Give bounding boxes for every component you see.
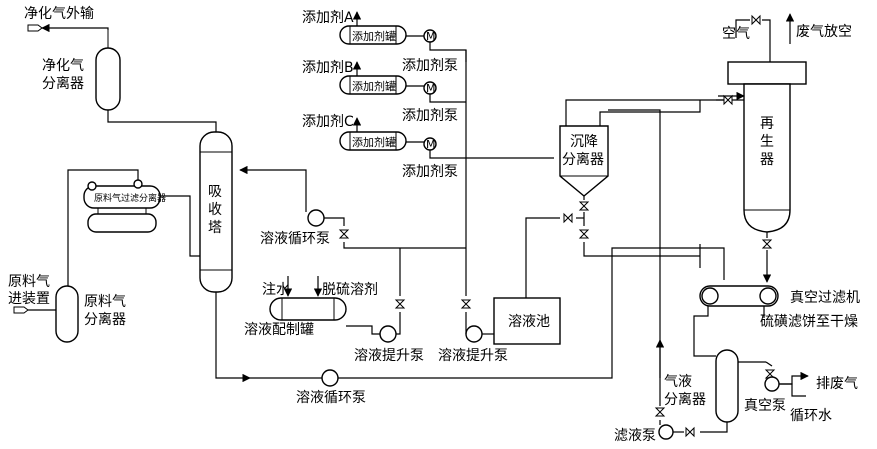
- svg-text:M: M: [426, 138, 436, 151]
- solution-circ-pump-bottom: [321, 369, 339, 387]
- regenerator-vessel: [743, 83, 791, 233]
- solution-pool: [493, 297, 561, 345]
- additive-pump-c-label: 添加剂泵: [402, 164, 458, 180]
- solution-pool-label: 溶液池: [508, 314, 550, 330]
- purified-gas-separator-label-1: 净化气: [42, 58, 84, 74]
- vacuum-filter: [699, 285, 779, 307]
- solution-lift-pump-2: [465, 325, 483, 343]
- solution-lift-pump-2-label: 溶液提升泵: [438, 348, 508, 364]
- solution-prep-tank-label: 溶液配制罐: [244, 322, 314, 338]
- settling-separator-label-2: 分离器: [562, 151, 604, 168]
- air-label: 空气: [722, 26, 750, 42]
- additive-b-label: 添加剂B: [302, 60, 354, 76]
- absorber-label-3: 塔: [208, 220, 222, 236]
- sulfur-cake-label: 硫磺滤饼至干燥: [760, 314, 858, 330]
- additive-pump-b-label: 添加剂泵: [402, 108, 458, 124]
- additive-c-label: 添加剂C: [302, 114, 354, 130]
- absorber-label-1: 吸: [208, 184, 222, 200]
- circulating-water-label: 循环水: [790, 408, 832, 424]
- raw-gas-separator-label-1: 原料气: [84, 294, 126, 310]
- regenerator-label-1: 再: [760, 116, 774, 132]
- regenerator-top-section: [727, 61, 807, 85]
- filtrate-pump-label: 滤液泵: [614, 428, 656, 444]
- svg-text:M: M: [426, 30, 436, 43]
- waste-gas-label: 排废气: [816, 376, 858, 392]
- additive-tank-a-group: M: [339, 11, 467, 62]
- svg-text:M: M: [426, 82, 436, 95]
- gas-liquid-separator-label-2: 分离器: [664, 391, 706, 408]
- purified-gas-export-label: 净化气外输: [24, 6, 94, 22]
- vacuum-pump: [764, 376, 780, 392]
- solution-circ-pump-top: [307, 209, 325, 227]
- additive-tank-b: [339, 75, 407, 95]
- additive-tank-a-label: 添加剂罐: [352, 29, 396, 43]
- water-injection-label: 注水: [262, 282, 290, 298]
- raw-gas-separator: [55, 285, 79, 343]
- additive-a-label: 添加剂A: [302, 10, 354, 26]
- additive-tank-c-group: M: [339, 117, 554, 159]
- regenerator-label-2: 生: [760, 134, 774, 150]
- raw-gas-inlet-label-2: 进装置: [8, 291, 50, 307]
- additive-tank-b-group: M: [339, 61, 466, 103]
- waste-gas-vent-label: 废气放空: [796, 24, 852, 40]
- additive-tank-b-label: 添加剂罐: [352, 79, 396, 93]
- solution-circ-pump-bottom-label: 溶液循环泵: [296, 390, 366, 406]
- desulfurizer-label: 脱硫溶剂: [322, 282, 378, 298]
- purified-gas-export-line: [27, 23, 109, 33]
- solution-circ-pump-top-label: 溶液循环泵: [260, 231, 330, 247]
- filtrate-pump: [658, 424, 674, 440]
- purified-gas-separator-label-2: 分离器: [42, 75, 84, 92]
- solution-lift-pump-1: [379, 325, 397, 343]
- absorber-label-2: 收: [208, 202, 222, 218]
- additive-tank-c: [339, 131, 407, 151]
- gas-liquid-separator-label-1: 气液: [664, 374, 692, 390]
- raw-gas-filter-separator-label: 原料气过滤分离器: [94, 192, 166, 204]
- settling-separator-label-1: 沉降: [570, 134, 598, 150]
- gas-liquid-separator: [715, 349, 739, 423]
- vacuum-filter-label: 真空过滤机: [790, 290, 860, 306]
- raw-gas-inlet-label-1: 原料气: [8, 274, 50, 290]
- additive-tank-a: [339, 25, 407, 45]
- raw-gas-separator-label-2: 分离器: [84, 311, 126, 328]
- additive-pump-a-label: 添加剂泵: [402, 58, 458, 74]
- solution-prep-tank: [269, 297, 347, 321]
- vacuum-pump-label: 真空泵: [744, 398, 786, 414]
- solution-lift-pump-1-label: 溶液提升泵: [354, 348, 424, 364]
- regenerator-label-3: 器: [760, 152, 774, 168]
- purified-gas-separator: [95, 47, 121, 111]
- raw-gas-filter-separator: [83, 179, 161, 233]
- additive-tank-c-label: 添加剂罐: [352, 135, 396, 149]
